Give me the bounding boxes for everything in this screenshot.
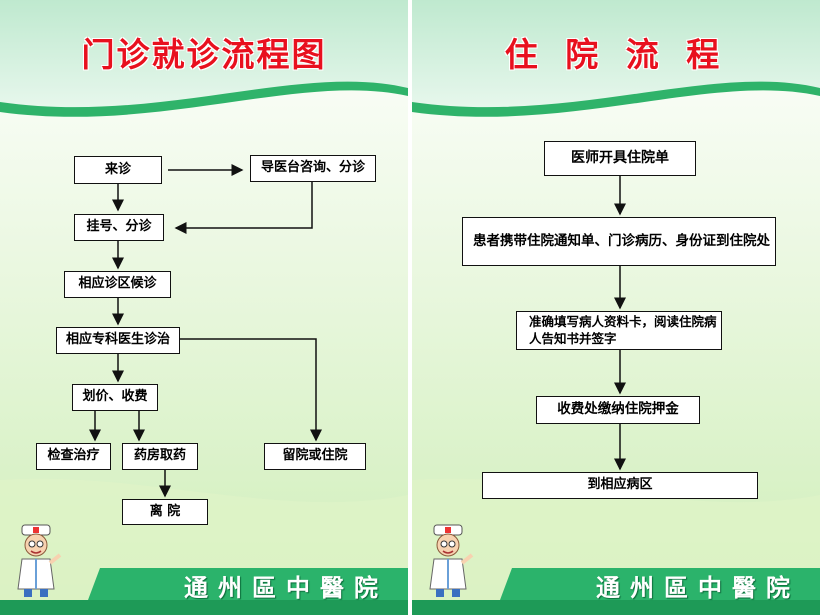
node-register: 挂号、分诊 — [74, 214, 164, 241]
node-arrive: 来诊 — [74, 156, 162, 184]
node-pharmacy: 药房取药 — [122, 443, 198, 470]
hospital-name: 通州區中醫院 — [184, 568, 388, 603]
hospital-name: 通州區中醫院 — [596, 568, 800, 603]
node-wait: 相应诊区候诊 — [64, 271, 171, 298]
doctor-mascot-icon — [422, 523, 474, 603]
step-3: 准确填写病人资料卡，阅读住院病人告知书并签字 — [516, 311, 722, 350]
node-exam: 检查治疗 — [36, 443, 111, 470]
arrow-guide-register — [176, 182, 312, 228]
outpatient-panel: 门诊就诊流程图 来诊 导医台咨询、分诊 挂号、分诊 相应诊区候诊 相应专科医生诊… — [0, 0, 408, 615]
node-guide: 导医台咨询、分诊 — [250, 155, 376, 182]
node-observe: 留院或住院 — [264, 443, 366, 470]
node-leave: 离 院 — [122, 499, 208, 525]
step-5: 到相应病区 — [482, 472, 758, 499]
step-4: 收费处缴纳住院押金 — [536, 396, 700, 424]
arrow-diagnose-observe — [180, 339, 316, 440]
node-diagnose: 相应专科医生诊治 — [56, 327, 180, 354]
inpatient-panel: 住 院 流 程 医师开具住院单 患者携带住院通知单、门诊病历、身份证到住院处 准… — [412, 0, 820, 615]
step-2: 患者携带住院通知单、门诊病历、身份证到住院处 — [462, 217, 776, 266]
step-1: 医师开具住院单 — [544, 141, 696, 176]
doctor-mascot-icon — [10, 523, 62, 603]
node-pricing: 划价、收费 — [72, 384, 158, 411]
